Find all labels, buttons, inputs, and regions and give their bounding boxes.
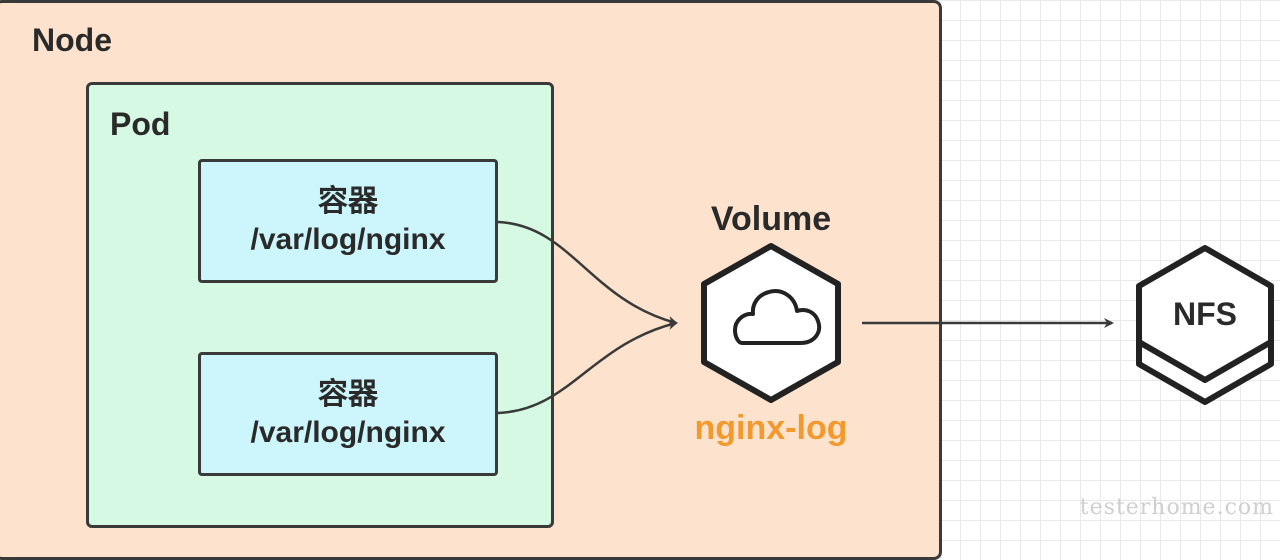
container-box-1: 容器 /var/log/nginx [198, 159, 498, 283]
watermark: testerhome.com [1079, 495, 1274, 520]
container-name: 容器 [318, 184, 378, 219]
nfs-label: NFS [1173, 296, 1237, 332]
container-mount-path: /var/log/nginx [250, 223, 446, 256]
pod-title: Pod [110, 106, 171, 142]
mount-connector-2 [497, 320, 678, 415]
mount-connector-1 [497, 220, 678, 326]
nfs-stack-icon [1136, 245, 1274, 405]
cloud-icon [733, 289, 821, 345]
node-title: Node [32, 22, 112, 58]
container-box-2: 容器 /var/log/nginx [198, 352, 498, 476]
container-name: 容器 [318, 377, 378, 412]
volume-label: Volume [710, 200, 832, 238]
volume-name: nginx-log [694, 409, 848, 447]
container-mount-path: /var/log/nginx [250, 416, 446, 449]
diagram-connectors [497, 220, 1274, 415]
volume-hexagon-icon [701, 243, 841, 403]
